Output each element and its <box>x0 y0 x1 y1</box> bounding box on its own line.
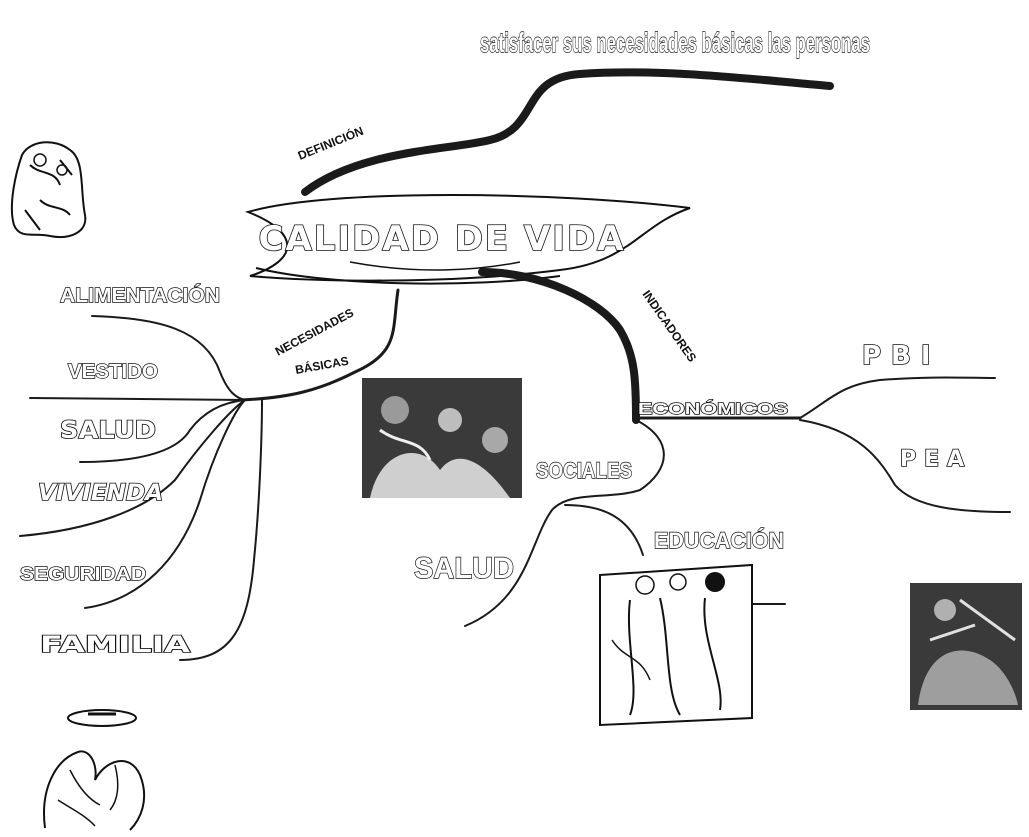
branch-seguridad <box>84 399 246 609</box>
indicator-sociales: SOCIALES <box>536 458 632 483</box>
need-alimentacion: ALIMENTACIÓN <box>60 283 220 307</box>
label-definicion: DEFINICIÓN <box>296 123 366 163</box>
classroom-clipart <box>599 563 753 727</box>
indicator-educacion: EDUCACIÓN <box>654 528 784 553</box>
indicator-pea: PEA <box>900 447 972 472</box>
label-necesidades: NECESIDADES <box>273 306 356 359</box>
need-vivienda: VIVIENDA <box>38 481 163 506</box>
family-clipart-top-left <box>10 141 87 238</box>
definition-branch <box>301 68 834 196</box>
branch-educacion <box>564 504 644 556</box>
central-bubble: CALIDAD DE VIDA <box>244 194 691 285</box>
need-salud: SALUD <box>60 416 156 444</box>
branch-sociales <box>464 419 665 627</box>
definition-text: satisfacer sus necesidades básicas las p… <box>480 27 870 58</box>
indicator-pbi: PBI <box>862 341 941 371</box>
need-seguridad: SEGURIDAD <box>20 564 146 584</box>
branch-vestido <box>29 397 246 401</box>
branch-pbi <box>799 376 996 419</box>
branch-salud <box>79 399 246 463</box>
branch-pea <box>799 419 1011 513</box>
indicator-salud: SALUD <box>414 552 514 585</box>
need-vestido: VESTIDO <box>68 361 158 383</box>
central-title: CALIDAD DE VIDA <box>259 219 626 259</box>
label-basicas: BÁSICAS <box>294 353 350 377</box>
indicadores-branch <box>478 268 640 424</box>
workers-photo <box>910 583 1022 710</box>
need-familia: FAMILIA <box>40 633 190 658</box>
label-indicadores: INDICADORES <box>640 288 700 365</box>
hands-clipart <box>43 709 146 831</box>
family-photo <box>362 378 522 498</box>
branch-vivienda <box>19 399 246 537</box>
necesidades-branch <box>238 288 400 402</box>
branch-familia <box>179 399 263 661</box>
indicator-economicos: ECONÓMICOS <box>638 399 788 418</box>
branch-alimentacion <box>91 315 246 401</box>
